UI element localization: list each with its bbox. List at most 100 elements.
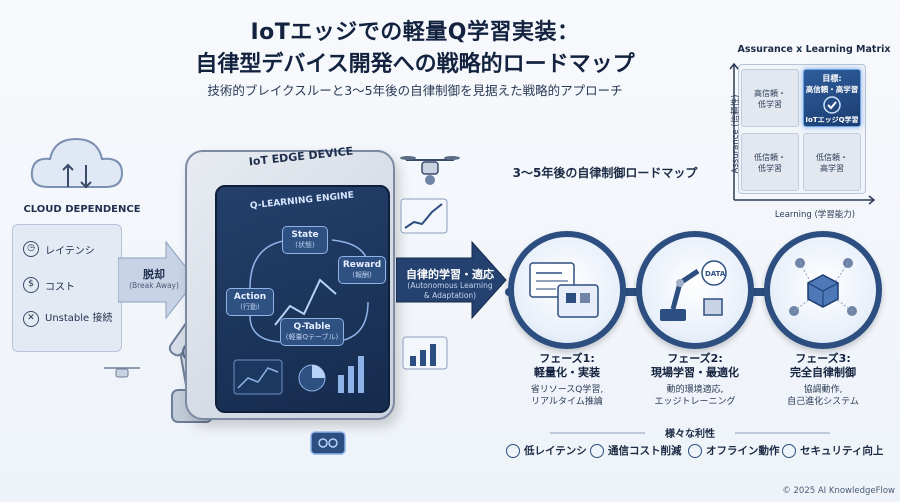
- check-badge-icon: [823, 96, 841, 114]
- benefit-security-label: セキュリティ向上: [800, 445, 884, 457]
- state-node: State (状態): [282, 226, 328, 254]
- phase3-title: フェーズ3: 完全自律制御: [763, 352, 883, 380]
- phase1-desc: 省リソースQ学習, リアルタイム推論: [507, 384, 627, 408]
- benefit-cost-reduction: 通信コスト削減: [590, 443, 682, 458]
- autonomy-label: 自律的学習・適応: [406, 268, 494, 281]
- breakaway-arrow: [118, 240, 197, 320]
- matrix-cell-target: 目標: 高信頼・高学習 IoTエッジQ学習: [803, 69, 861, 127]
- matrix-cell-low-assurance-high-learning: 低信頼・ 高学習: [803, 133, 861, 191]
- line-chart-icon: [400, 198, 448, 234]
- cell-br-line2: 高学習: [820, 164, 844, 173]
- code-window-icon: [529, 262, 599, 318]
- breakaway-en-label: (Break Away): [129, 281, 179, 290]
- benefit-security: セキュリティ向上: [782, 443, 883, 458]
- issue-unstable: ✕ Unstable 接続: [23, 311, 117, 327]
- roadmap-title: 3〜5年後の自律制御ロードマップ: [512, 166, 698, 180]
- phase2-desc-line1: 動的環境適応,: [666, 385, 724, 395]
- page-title-line1: IoTエッジでの軽量Q学習実装：: [250, 20, 580, 45]
- matrix-cell-high-assurance-low-learning: 高信頼・ 低学習: [741, 69, 799, 127]
- phase3-desc-line2: 自己進化システム: [787, 397, 859, 407]
- phase3-title-line2: 完全自律制御: [790, 366, 856, 379]
- phase3-title-line1: フェーズ3:: [795, 352, 851, 365]
- copyright: © 2025 AI KnowledgeFlow: [782, 486, 895, 496]
- benefit-cost-reduction-label: 通信コスト削減: [608, 445, 682, 457]
- airplane-icon: [688, 443, 702, 458]
- phase1-circle: [508, 231, 626, 349]
- network-cube-icon: [789, 258, 857, 316]
- matrix-cell-low-assurance-low-learning: 低信頼・ 低学習: [741, 133, 799, 191]
- matrix-axes: [729, 62, 876, 205]
- phase1-title: フェーズ1: 軽量化・実装: [507, 352, 627, 380]
- phase2-circle: DATA: [636, 231, 754, 349]
- benefit-low-latency-label: 低レイテンシ: [524, 445, 587, 457]
- cloud-issues-panel: ◷ レイテンシ $ コスト ✕ Unstable 接続: [12, 224, 122, 352]
- phase1-desc-line1: 省リソースQ学習,: [530, 385, 604, 395]
- data-badge: DATA: [705, 270, 726, 278]
- robot-arm-data-icon: DATA: [660, 260, 727, 321]
- bar-chart-icon: [402, 336, 448, 370]
- benefits-divider: [550, 432, 830, 434]
- drone-icon: [400, 156, 460, 185]
- phase2-desc: 動的環境適応, エッジトレーニング: [635, 384, 755, 408]
- matrix-title: Assurance x Learning Matrix: [737, 44, 891, 55]
- phase1-desc-line2: リアルタイム推論: [531, 397, 603, 407]
- cell-tl-line1: 高信頼・: [754, 89, 786, 98]
- phase1-title-line2: 軽量化・実装: [534, 366, 600, 379]
- cell-tr-line3: IoTエッジQ学習: [805, 116, 859, 124]
- cell-bl-line1: 低信頼・: [754, 153, 786, 162]
- reward-node-label: Reward: [342, 260, 382, 270]
- state-node-label: State: [291, 230, 319, 240]
- autonomy-en-line1: (Autonomous Learning: [407, 281, 493, 290]
- qtable-node: Q-Table (軽量Qテーブル): [280, 318, 344, 346]
- phase2-desc-line2: エッジトレーニング: [654, 397, 736, 407]
- phase3-desc: 協調動作, 自己進化システム: [763, 384, 883, 408]
- phase1-title-line1: フェーズ1:: [539, 352, 595, 365]
- issue-latency: ◷ レイテンシ: [23, 241, 95, 257]
- reward-node: Reward (報酬): [338, 256, 386, 284]
- phase2-title-line1: フェーズ2:: [667, 352, 723, 365]
- broken-link-icon: ✕: [23, 311, 39, 327]
- page-subtitle: 技術的ブレイクスルーと3〜5年後の自律制御を見据えた戦略的アプローチ: [207, 83, 623, 98]
- cell-tl-line2: 低学習: [758, 100, 782, 109]
- small-drone-icon: [104, 367, 140, 378]
- action-node: Action (行動): [226, 288, 274, 316]
- clock-icon: ◷: [23, 241, 39, 257]
- state-node-sub: (状態): [295, 241, 315, 249]
- gauge-icon: [506, 443, 520, 458]
- action-node-sub: (行動): [240, 303, 260, 311]
- phase3-circle: [764, 231, 882, 349]
- page-title-line2: 自律型デバイス開発への戦略的ロードマップ: [195, 52, 635, 77]
- issue-unstable-label: Unstable 接続: [45, 313, 113, 324]
- assurance-learning-matrix: 高信頼・ 低学習 目標: 高信頼・高学習 IoTエッジQ学習 低信頼・ 低学習 …: [738, 64, 866, 194]
- autonomy-en-line2: & Adaptation): [423, 291, 477, 300]
- phase2-title: フェーズ2: 現場学習・最適化: [635, 352, 755, 380]
- issue-latency-label: レイテンシ: [45, 245, 95, 257]
- benefit-offline: オフライン動作: [688, 443, 780, 458]
- cloud-icon: [30, 137, 124, 189]
- issue-cost-label: コスト: [45, 281, 75, 293]
- benefits-title: 様々な利性: [665, 429, 715, 440]
- action-node-label: Action: [233, 292, 267, 302]
- benefit-offline-label: オフライン動作: [706, 445, 780, 457]
- qtable-node-sub: (軽量Qテーブル): [285, 333, 339, 341]
- autonomy-arrow: [396, 240, 507, 320]
- money-icon: [590, 443, 604, 458]
- coins-icon: $: [23, 277, 39, 293]
- reward-node-sub: (報酬): [352, 271, 372, 279]
- cell-bl-line2: 低学習: [758, 164, 782, 173]
- autonomy-en-label: (Autonomous Learning & Adaptation): [396, 281, 504, 301]
- benefit-low-latency: 低レイテンシ: [506, 443, 587, 458]
- cell-br-line1: 低信頼・: [816, 153, 848, 162]
- chip-icon: [310, 431, 346, 455]
- qtable-node-label: Q-Table: [293, 322, 331, 332]
- shield-check-icon: [782, 443, 796, 458]
- matrix-y-axis-label: Assurance (信頼性): [731, 94, 741, 174]
- cloud-dependence-label: CLOUD DEPENDENCE: [23, 204, 141, 215]
- phase3-desc-line1: 協調動作,: [803, 385, 843, 395]
- cell-tr-line1: 目標:: [822, 74, 842, 83]
- cell-tr-line2: 高信頼・高学習: [805, 85, 859, 94]
- breakaway-label: 脱却: [143, 268, 165, 281]
- phase2-title-line2: 現場学習・最適化: [651, 366, 739, 379]
- issue-cost: $ コスト: [23, 277, 75, 293]
- matrix-x-axis-label: Learning (学習能力): [774, 210, 856, 220]
